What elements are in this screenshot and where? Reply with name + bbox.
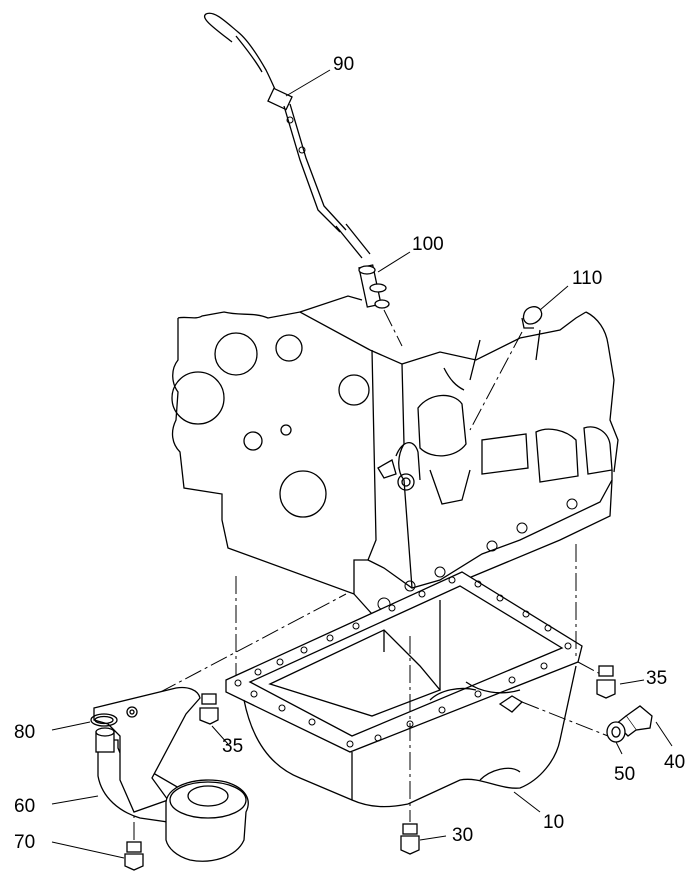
callout-110: 110 (572, 268, 602, 289)
callout-70: 70 (14, 832, 35, 853)
callout-50: 50 (614, 764, 635, 785)
leader-lines (51, 69, 673, 859)
callout-60: 60 (14, 796, 35, 817)
bolt-35-right[interactable] (596, 665, 616, 699)
engine-block (171, 295, 619, 615)
callout-80: 80 (14, 722, 35, 743)
callout-35-left: 35 (222, 736, 243, 757)
callout-90: 90 (333, 54, 354, 75)
washer-50[interactable] (606, 721, 626, 743)
callout-30: 30 (452, 825, 473, 846)
oil-pan-part[interactable] (225, 571, 583, 808)
callout-100: 100 (412, 234, 444, 255)
oil-strainer-part[interactable] (93, 686, 249, 862)
pan-flange-holes (234, 576, 572, 748)
bolt-35-left[interactable] (199, 693, 219, 725)
o-ring-part[interactable] (90, 713, 118, 727)
bolt-70[interactable] (124, 841, 144, 871)
callout-35-right: 35 (646, 668, 667, 689)
plug-part[interactable] (469, 306, 543, 431)
callout-10: 10 (543, 812, 564, 833)
dipstick-part[interactable] (204, 12, 371, 259)
dipstick-guide-part[interactable] (358, 264, 403, 347)
bolt-30[interactable] (400, 823, 420, 855)
callout-40: 40 (664, 752, 685, 773)
